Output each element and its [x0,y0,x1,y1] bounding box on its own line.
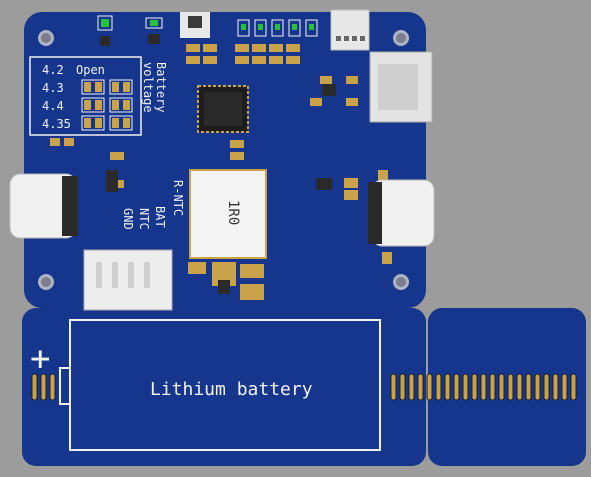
right-jst-connector [369,51,433,123]
row-4-3-label: 4.3 [42,81,64,95]
pin-label-r-ntc: R-NTC [171,180,185,216]
small-ic-left [106,170,118,192]
small-jst-connector [330,9,370,51]
inductor-label: 1R0 [225,200,241,225]
pin-label-bat: BAT [153,206,167,228]
voltage-selection-table: 4.2 Open 4.3 4.4 4.35 [29,56,142,136]
row-4-35-label: 4.35 [42,117,71,131]
plus-sign: + [30,339,50,379]
status-leds [97,15,318,46]
row-4-4-label: 4.4 [42,99,64,113]
power-inductor: 1R0 [189,169,267,259]
battery-pads-right [390,373,577,401]
small-transistor-2 [322,84,336,96]
mounting-holes [38,30,409,290]
battery-voltage-caption: Battery voltage [141,62,168,113]
smd-components-top [50,44,392,264]
row-4-2-label: 4.2 [42,63,64,77]
battery-pads-left [31,373,56,401]
open-label: Open [76,63,105,77]
battery-caption-line2: voltage [141,62,155,113]
battery-caption-line1: Battery [154,62,168,113]
jst-pin-labels: R-NTC BAT NTC GND [121,180,185,230]
usb-c-port-left [9,173,78,239]
battery-label: Lithium battery [150,379,313,400]
pcb-battery-board [22,308,426,466]
pin-label-ntc: NTC [137,208,151,230]
battery-outline [59,319,381,451]
smd-components-bottom [188,262,264,300]
main-ic [197,85,249,133]
pcb-battery-tab-board [428,308,586,466]
battery-jst-connector [83,249,173,311]
usb-c-port-right [368,179,435,247]
small-transistor [316,178,332,190]
pin-label-gnd: GND [121,208,135,230]
power-switch [180,12,210,38]
